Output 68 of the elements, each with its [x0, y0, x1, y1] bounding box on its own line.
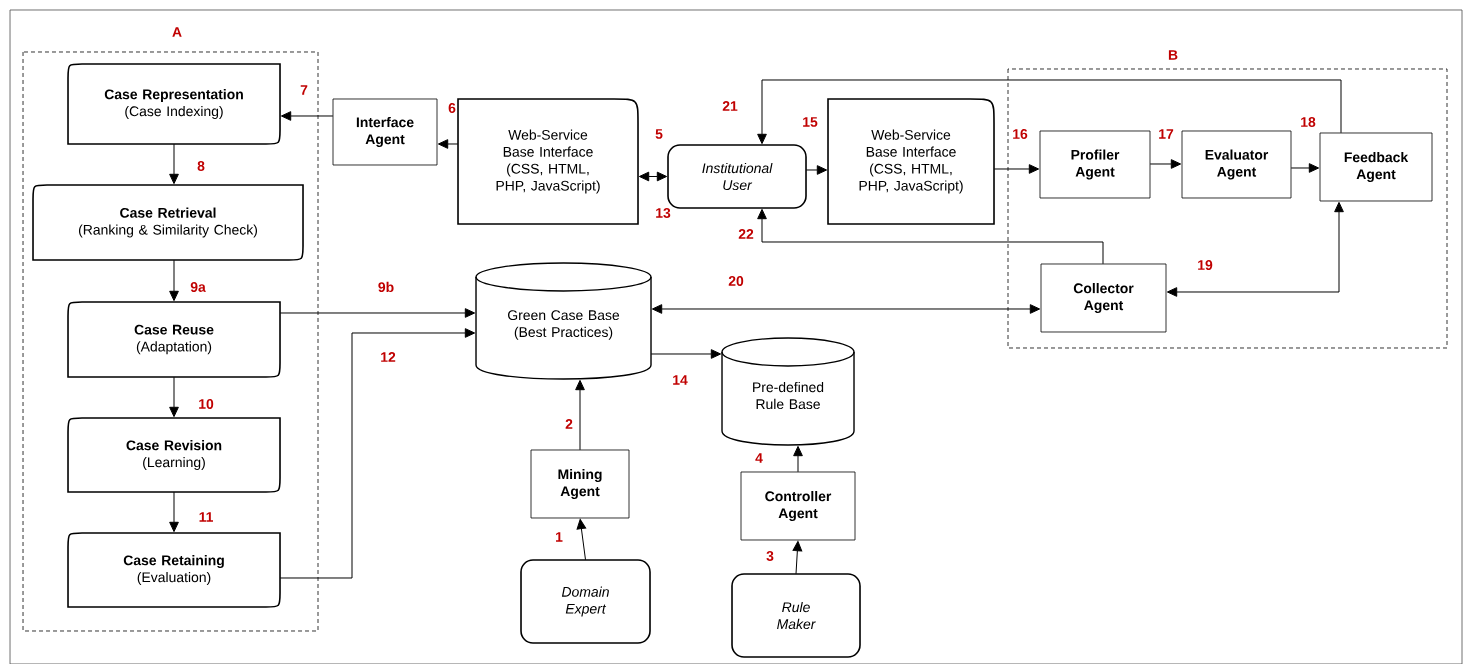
- process-box: Case Representation (Case Indexing): [67, 63, 281, 145]
- arrow: [169, 376, 179, 418]
- step-number: 11: [197, 511, 215, 523]
- arrow: [576, 518, 587, 561]
- arrow: [437, 139, 459, 149]
- agent-box: Mining Agent: [530, 449, 630, 519]
- interface-box: Web-Service Base Interface (CSS, HTML, PHP, JavaScript): [457, 98, 639, 225]
- step-number: 1: [554, 531, 564, 543]
- step-number: 15: [801, 116, 819, 128]
- arrow: [169, 259, 179, 302]
- step-number: 3: [765, 550, 775, 562]
- step-number: 13: [656, 208, 671, 218]
- arrow: [280, 111, 334, 121]
- arrow: [1166, 201, 1344, 297]
- arrow: [757, 208, 1104, 265]
- process-box: Case Reuse (Adaptation): [67, 301, 281, 378]
- step-number: 18: [1299, 116, 1317, 128]
- step-number: 8: [196, 160, 206, 172]
- step-number: 9b: [376, 280, 396, 294]
- arrow: [993, 164, 1040, 174]
- interface-box: Web-Service Base Interface (CSS, HTML, PHP, JavaScript): [827, 98, 995, 225]
- node-label: A: [172, 27, 182, 37]
- node-label: Green Case Base (Best Practices): [508, 310, 620, 340]
- arrow: [1149, 159, 1182, 169]
- step-number: 12: [379, 351, 397, 363]
- step-number: 20: [727, 275, 745, 287]
- step-number: 21: [721, 100, 739, 112]
- arrow: [638, 171, 668, 182]
- arrow: [651, 304, 1041, 314]
- actor-box: Domain Expert: [520, 559, 651, 644]
- agent-box: Profiler Agent: [1039, 130, 1151, 199]
- arrow: [279, 328, 476, 579]
- agent-box: Feedback Agent: [1319, 132, 1433, 202]
- agent-box: Interface Agent: [332, 98, 438, 166]
- arrow: [650, 349, 722, 359]
- step-number: 2: [564, 418, 574, 430]
- arrow: [279, 308, 476, 318]
- arrow: [169, 491, 179, 533]
- step-number: 7: [299, 84, 309, 96]
- step-number: 5: [654, 128, 664, 140]
- arrow: [169, 143, 179, 185]
- step-number: 16: [1011, 128, 1029, 140]
- arrow: [793, 445, 803, 473]
- database-cylinder: Green Case Base (Best Practices): [475, 262, 652, 380]
- process-box: Case Retaining (Evaluation): [67, 532, 281, 608]
- actor-box: Rule Maker: [731, 573, 861, 658]
- step-number: 17: [1157, 128, 1175, 140]
- process-box: Case Revision (Learning): [67, 417, 281, 493]
- step-number: 6: [447, 102, 457, 114]
- step-number: 19: [1196, 259, 1214, 271]
- agent-box: Evaluator Agent: [1181, 130, 1292, 199]
- agent-box: Collector Agent: [1040, 263, 1167, 333]
- arrow: [757, 79, 1342, 145]
- step-number: 4: [754, 452, 764, 464]
- database-cylinder: Pre-defined Rule Base: [721, 337, 855, 446]
- agent-box: Controller Agent: [740, 471, 856, 541]
- arrow: [805, 165, 828, 175]
- arrow: [792, 540, 803, 575]
- process-box: Case Retrieval (Ranking & Similarity Check): [32, 184, 304, 261]
- arrow: [1290, 163, 1320, 173]
- actor-box: Institutional User: [667, 144, 807, 209]
- step-number: 10: [197, 398, 215, 410]
- arrow: [575, 379, 585, 451]
- node-label: B: [1168, 50, 1178, 60]
- step-number: 22: [737, 228, 755, 240]
- node-label: Pre-defined Rule Base: [753, 381, 824, 410]
- step-number: 14: [671, 374, 689, 386]
- step-number: 9a: [189, 281, 207, 293]
